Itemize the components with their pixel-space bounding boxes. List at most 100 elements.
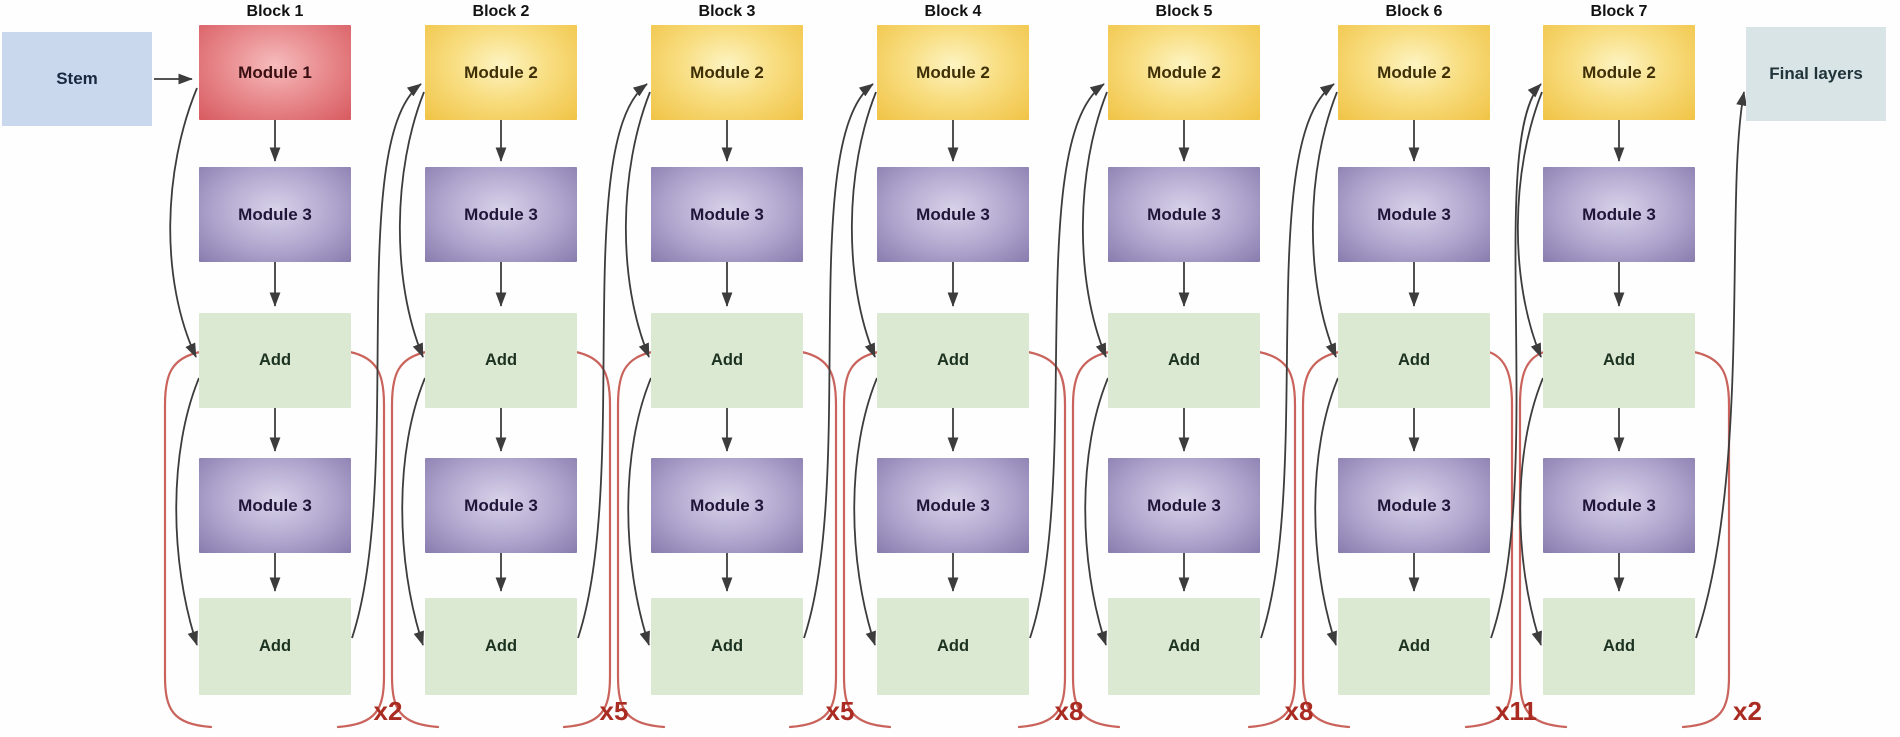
block-7-arrows bbox=[1516, 91, 1747, 646]
block-2-module-2-box: Module 2 bbox=[425, 25, 577, 120]
block-title: Block 6 bbox=[1385, 3, 1443, 20]
block-title: Block 1 bbox=[246, 3, 304, 20]
block-5-arrows bbox=[1081, 83, 1335, 646]
repeat-bracket-block-2-right bbox=[562, 350, 612, 729]
skip-connection bbox=[624, 91, 651, 358]
flow-arrows bbox=[154, 73, 1747, 646]
block-output-to-final-arrow bbox=[1695, 91, 1747, 639]
skip-connection bbox=[1516, 91, 1543, 358]
repeat-count-block-1: x2 bbox=[373, 696, 403, 726]
block-1-module-3-box-2: Module 3 bbox=[199, 458, 351, 553]
block-4-add-box-2: Add bbox=[877, 598, 1029, 695]
block-output-arrow bbox=[1029, 83, 1105, 639]
block-3-module-2-box: Module 2 bbox=[651, 25, 803, 120]
skip-connection bbox=[401, 377, 426, 646]
repeat-bracket-block-4-right bbox=[1017, 350, 1067, 729]
skip-connection bbox=[398, 91, 425, 358]
block-5: Block 5 Module 2 Module 3 Add Module 3 A… bbox=[1108, 0, 1260, 737]
block-6-arrows bbox=[1311, 83, 1542, 646]
repeat-bracket-block-1-left bbox=[163, 350, 213, 729]
block-1-arrows bbox=[169, 83, 422, 646]
block-output-arrow bbox=[577, 83, 648, 639]
repeat-count-block-2: x5 bbox=[599, 696, 629, 726]
repeat-bracket-block-4-left bbox=[842, 350, 892, 729]
block-1: Block 1 Module 1 Module 3 Add Module 3 A… bbox=[199, 0, 351, 737]
block-1-add-box: Add bbox=[199, 313, 351, 408]
block-4-module-3-box: Module 3 bbox=[877, 167, 1029, 262]
repeat-bracket-block-2-left bbox=[390, 350, 440, 729]
block-7-module-2-box: Module 2 bbox=[1543, 25, 1695, 120]
block-1-add-box-2: Add bbox=[199, 598, 351, 695]
block-3: Block 3 Module 2 Module 3 Add Module 3 A… bbox=[651, 0, 803, 737]
stem-box: Stem bbox=[2, 32, 152, 126]
repeat-count-block-5: x8 bbox=[1284, 696, 1314, 726]
repeat-count-block-4: x8 bbox=[1054, 696, 1084, 726]
skip-connection bbox=[1311, 91, 1338, 358]
block-7-module-3-box: Module 3 bbox=[1543, 167, 1695, 262]
block-2-arrows bbox=[398, 83, 648, 646]
repeat-bracket-block-7-right bbox=[1681, 350, 1731, 729]
block-output-arrow bbox=[803, 83, 874, 639]
block-5-module-3-box-2: Module 3 bbox=[1108, 458, 1260, 553]
block-7-module-3-box-2: Module 3 bbox=[1543, 458, 1695, 553]
block-title: Block 5 bbox=[1155, 3, 1213, 20]
repeat-count-block-6: x11 bbox=[1495, 696, 1537, 726]
block-2-module-3-box: Module 3 bbox=[425, 167, 577, 262]
block-2-module-3-box-2: Module 3 bbox=[425, 458, 577, 553]
repeat-bracket-block-5-right bbox=[1247, 350, 1297, 729]
skip-connection bbox=[627, 377, 652, 646]
block-5-module-3-box: Module 3 bbox=[1108, 167, 1260, 262]
block-3-module-3-box-2: Module 3 bbox=[651, 458, 803, 553]
block-2-add-box: Add bbox=[425, 313, 577, 408]
repeat-brackets bbox=[163, 350, 1731, 729]
skip-connection bbox=[1519, 377, 1544, 646]
block-3-add-box: Add bbox=[651, 313, 803, 408]
skip-connection bbox=[850, 91, 877, 358]
skip-connection bbox=[1314, 377, 1339, 646]
skip-connection bbox=[175, 377, 200, 646]
block-output-arrow bbox=[1490, 83, 1542, 639]
repeat-bracket-block-6-left bbox=[1301, 350, 1351, 729]
block-6-module-3-box: Module 3 bbox=[1338, 167, 1490, 262]
block-3-add-box-2: Add bbox=[651, 598, 803, 695]
repeat-bracket-block-6-right bbox=[1464, 350, 1514, 729]
final-layers-box: Final layers bbox=[1746, 27, 1886, 121]
repeat-bracket-block-1-right bbox=[336, 350, 386, 729]
block-output-arrow bbox=[351, 83, 422, 639]
block-title: Block 2 bbox=[472, 3, 530, 20]
block-4-add-box: Add bbox=[877, 313, 1029, 408]
block-6-add-box: Add bbox=[1338, 313, 1490, 408]
block-title: Block 7 bbox=[1590, 3, 1648, 20]
block-4-module-3-box-2: Module 3 bbox=[877, 458, 1029, 553]
block-6: Block 6 Module 2 Module 3 Add Module 3 A… bbox=[1338, 0, 1490, 737]
block-5-module-2-box: Module 2 bbox=[1108, 25, 1260, 120]
repeat-count-block-7: x2 bbox=[1733, 696, 1762, 726]
skip-connection bbox=[169, 87, 198, 358]
block-1-module-3-box: Module 3 bbox=[199, 167, 351, 262]
block-4-arrows bbox=[850, 83, 1105, 646]
block-2-add-box-2: Add bbox=[425, 598, 577, 695]
block-4: Block 4 Module 2 Module 3 Add Module 3 A… bbox=[877, 0, 1029, 737]
block-5-add-box-2: Add bbox=[1108, 598, 1260, 695]
block-title: Block 3 bbox=[698, 3, 756, 20]
block-6-module-3-box-2: Module 3 bbox=[1338, 458, 1490, 553]
block-2: Block 2 Module 2 Module 3 Add Module 3 A… bbox=[425, 0, 577, 737]
block-1-module-1-box: Module 1 bbox=[199, 25, 351, 120]
block-3-module-3-box: Module 3 bbox=[651, 167, 803, 262]
block-7-add-box-2: Add bbox=[1543, 598, 1695, 695]
block-5-add-box: Add bbox=[1108, 313, 1260, 408]
block-7: Block 7 Module 2 Module 3 Add Module 3 A… bbox=[1543, 0, 1695, 737]
block-output-arrow bbox=[1260, 83, 1335, 639]
skip-connection bbox=[1084, 377, 1109, 646]
repeat-bracket-block-3-right bbox=[788, 350, 838, 729]
block-6-add-box-2: Add bbox=[1338, 598, 1490, 695]
block-6-module-2-box: Module 2 bbox=[1338, 25, 1490, 120]
repeat-bracket-block-3-left bbox=[616, 350, 666, 729]
block-4-module-2-box: Module 2 bbox=[877, 25, 1029, 120]
block-title: Block 4 bbox=[924, 3, 982, 20]
repeat-count-block-3: x5 bbox=[825, 696, 855, 726]
skip-connection bbox=[1081, 91, 1108, 358]
block-3-arrows bbox=[624, 83, 874, 646]
